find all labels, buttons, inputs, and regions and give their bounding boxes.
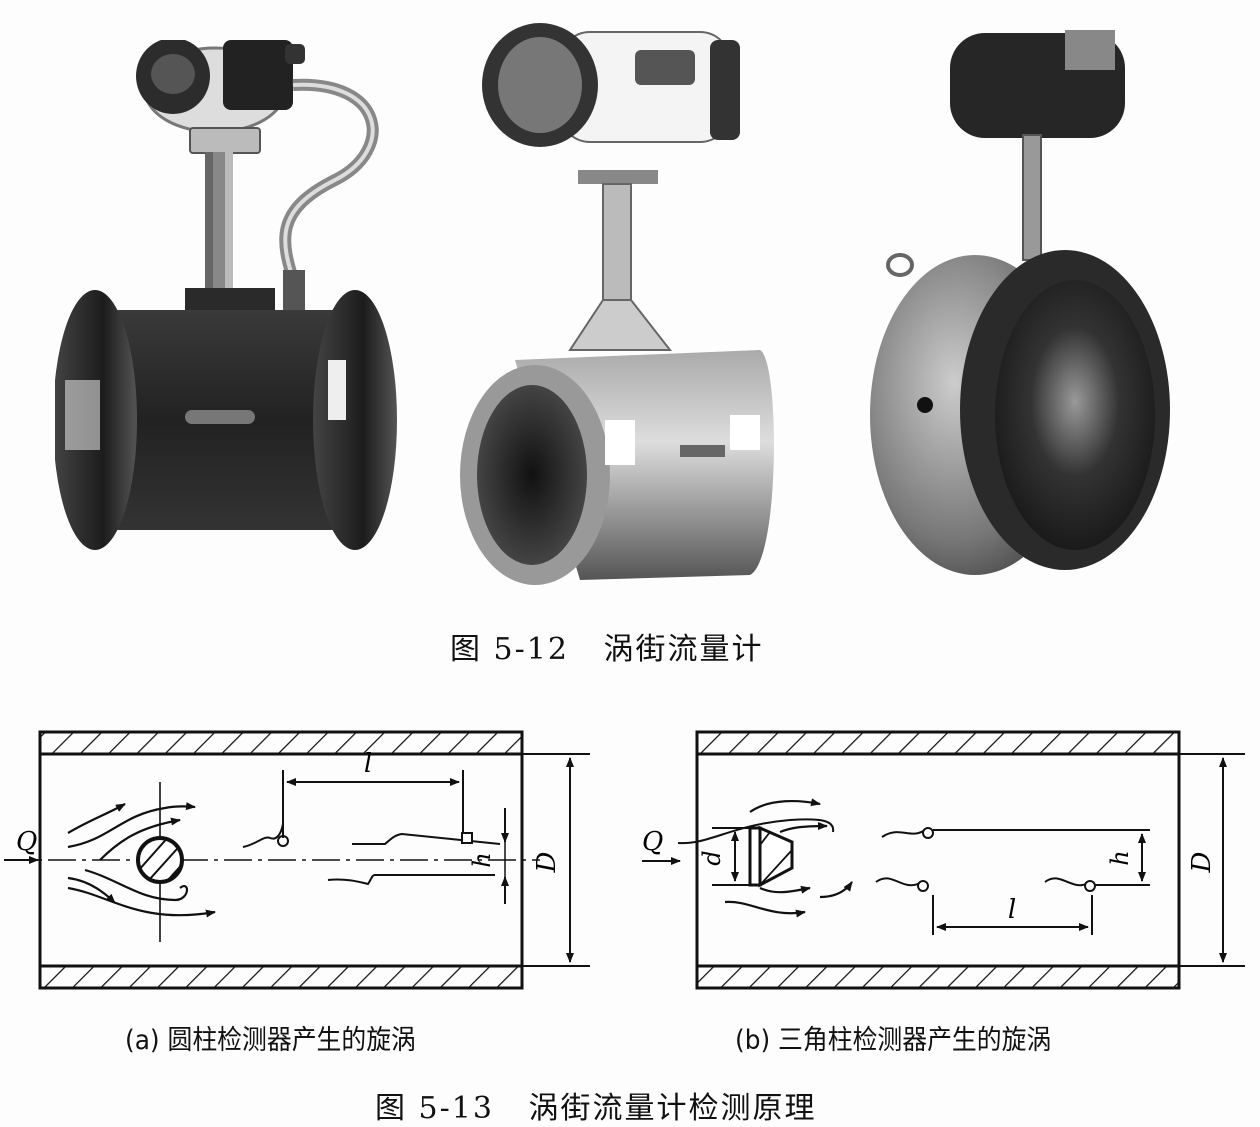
label-D: D [1187, 851, 1217, 873]
label-Q: Q [16, 827, 37, 857]
label-h: h [468, 852, 496, 867]
label-D: D [532, 851, 562, 873]
photo-flowmeter-wafer-compact [870, 30, 1170, 575]
label-Q: Q [642, 827, 663, 857]
panel-b-caption: (b) 三角柱检测器产生的旋涡 [735, 1025, 1052, 1056]
diagram-cylinder-vortex: D Q l h [4, 730, 590, 990]
label-d: d [698, 850, 726, 865]
label-l: l [364, 749, 372, 779]
label-h: h [1106, 850, 1134, 865]
photo-flowmeter-flanged [55, 40, 397, 550]
photo-flowmeter-wafer-integral [460, 23, 774, 585]
figure-5-12-caption: 图 5-12 涡街流量计 [450, 632, 764, 667]
diagram-triangle-vortex: D Q d h l [642, 730, 1245, 990]
figure-5-13-caption: 图 5-13 涡街流量计检测原理 [375, 1091, 817, 1126]
label-l: l [1008, 895, 1016, 925]
panel-a-caption: (a) 圆柱检测器产生的旋涡 [125, 1025, 416, 1056]
